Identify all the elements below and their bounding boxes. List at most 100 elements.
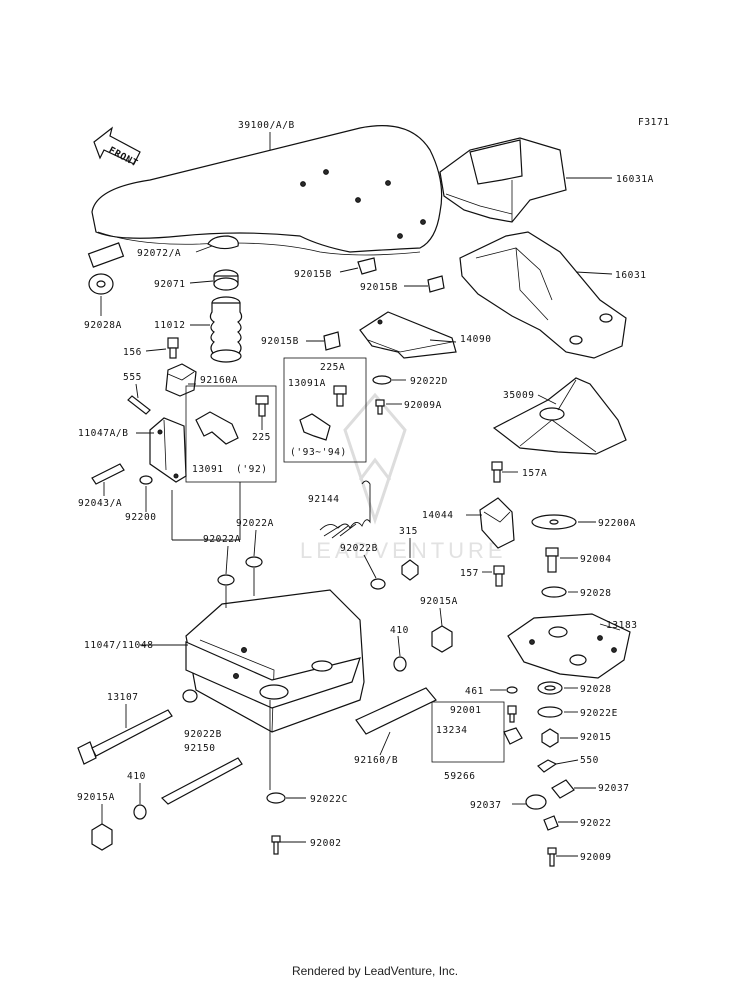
footer-credit: Rendered by LeadVenture, Inc.	[291, 964, 459, 978]
plate-13183	[507, 613, 631, 679]
nut-315	[401, 559, 419, 581]
clip-14044	[479, 497, 515, 549]
label-225a: 225A	[320, 362, 345, 373]
boot-11012	[209, 296, 243, 363]
label-157a: 157A	[522, 468, 547, 479]
pin-555	[127, 395, 151, 415]
rubber-92160a	[165, 363, 197, 397]
main-bracket-11047	[185, 589, 365, 733]
rod-92150	[160, 757, 243, 805]
watermark: LEADVENTURE	[300, 392, 507, 563]
label-92015b-1: 92015B	[294, 269, 332, 280]
label-92015b-3: 92015B	[261, 336, 299, 347]
label-92009a: 92009A	[404, 400, 442, 411]
cover-16031a	[439, 137, 567, 223]
screw-92009	[547, 847, 557, 867]
washer-92028	[541, 586, 567, 598]
washer-92022e	[537, 706, 563, 718]
screw-92002	[271, 835, 281, 855]
cover-16031	[459, 231, 627, 359]
label-92037-1: 92037	[598, 783, 630, 794]
label-92022b-2: 92022B	[184, 729, 222, 740]
label-225: 225	[252, 432, 271, 443]
figure-code: F3171	[638, 117, 670, 128]
label-13091a: 13091A	[288, 378, 326, 389]
nut-92015a	[431, 625, 453, 653]
label-92043a: 92043/A	[78, 498, 122, 509]
label-14090: 14090	[460, 334, 492, 345]
label-92160b: 92160/B	[354, 755, 398, 766]
label-92015a-2: 92015A	[77, 792, 115, 803]
label-92004: 92004	[580, 554, 612, 565]
part-461	[506, 686, 518, 694]
washer-92022b-1	[370, 578, 386, 590]
washer-92022b-2	[182, 689, 198, 703]
label-11047ab: 11047A/B	[78, 428, 129, 439]
bracket-35009	[492, 377, 627, 455]
label-92150: 92150	[184, 743, 216, 754]
label-13234: 13234	[436, 725, 468, 736]
bolt-13107	[77, 709, 173, 765]
label-92028-2: 92028	[580, 684, 612, 695]
inset-1992	[185, 385, 277, 483]
label-92200: 92200	[125, 512, 157, 523]
label-410-1: 410	[390, 625, 409, 636]
label-92072a: 92072/A	[137, 248, 181, 259]
label-35009: 35009	[503, 390, 535, 401]
label-92022e: 92022E	[580, 708, 618, 719]
label-11047: 11047/11048	[84, 640, 154, 651]
label-92144: 92144	[308, 494, 340, 505]
label-92022a-1: 92022A	[203, 534, 241, 545]
washer-410-1	[393, 656, 407, 672]
clip-92015b-1	[357, 257, 377, 275]
stud-92004	[545, 547, 559, 573]
bolt-156	[167, 337, 179, 359]
label-156: 156	[123, 347, 142, 358]
bolt-157	[493, 565, 505, 587]
clamp-92037-2	[525, 794, 547, 810]
label-16031: 16031	[615, 270, 647, 281]
bolt-157a	[491, 461, 503, 483]
spring-92144	[319, 480, 371, 539]
label-92022: 92022	[580, 818, 612, 829]
nut-92015	[541, 728, 559, 748]
inset-1993-94	[283, 357, 367, 463]
ring-92071	[213, 269, 239, 291]
label-92009: 92009	[580, 852, 612, 863]
watermark-text: LEADVENTURE	[300, 538, 507, 563]
label-13091: 13091	[192, 464, 224, 475]
label-92200a: 92200A	[598, 518, 636, 529]
label-92022c: 92022C	[310, 794, 348, 805]
label-92071: 92071	[154, 279, 186, 290]
label-13107: 13107	[107, 692, 139, 703]
label-14044: 14044	[422, 510, 454, 521]
label-92015b-2: 92015B	[360, 282, 398, 293]
label-555: 555	[123, 372, 142, 383]
part-92022	[543, 815, 559, 831]
label-410-2: 410	[127, 771, 146, 782]
clip-92015b-2	[427, 275, 445, 293]
label-550: 550	[580, 755, 599, 766]
clip-92015b-3	[323, 331, 341, 351]
pin-92043a	[91, 463, 125, 485]
washer-92022c	[266, 792, 286, 804]
label-59266: 59266	[444, 771, 476, 782]
clamp-92037-1	[551, 779, 575, 799]
label-11012: 11012	[154, 320, 186, 331]
label-92015a-1: 92015A	[420, 596, 458, 607]
nut-92015a-2	[91, 823, 113, 851]
washer-92022a-1	[217, 574, 235, 586]
label-315: 315	[399, 526, 418, 537]
label-157: 157	[460, 568, 479, 579]
rubber-92160b	[355, 687, 437, 735]
label-92022b-1: 92022B	[340, 543, 378, 554]
washer-92022d	[372, 375, 392, 385]
leader-lines	[101, 339, 621, 857]
label-92160a: 92160A	[200, 375, 238, 386]
label-92028a: 92028A	[84, 320, 122, 331]
front-arrow-icon: FRONT	[93, 126, 141, 169]
washer-92022a-2	[245, 556, 263, 568]
label-92002: 92002	[310, 838, 342, 849]
washer-92200	[139, 475, 153, 485]
